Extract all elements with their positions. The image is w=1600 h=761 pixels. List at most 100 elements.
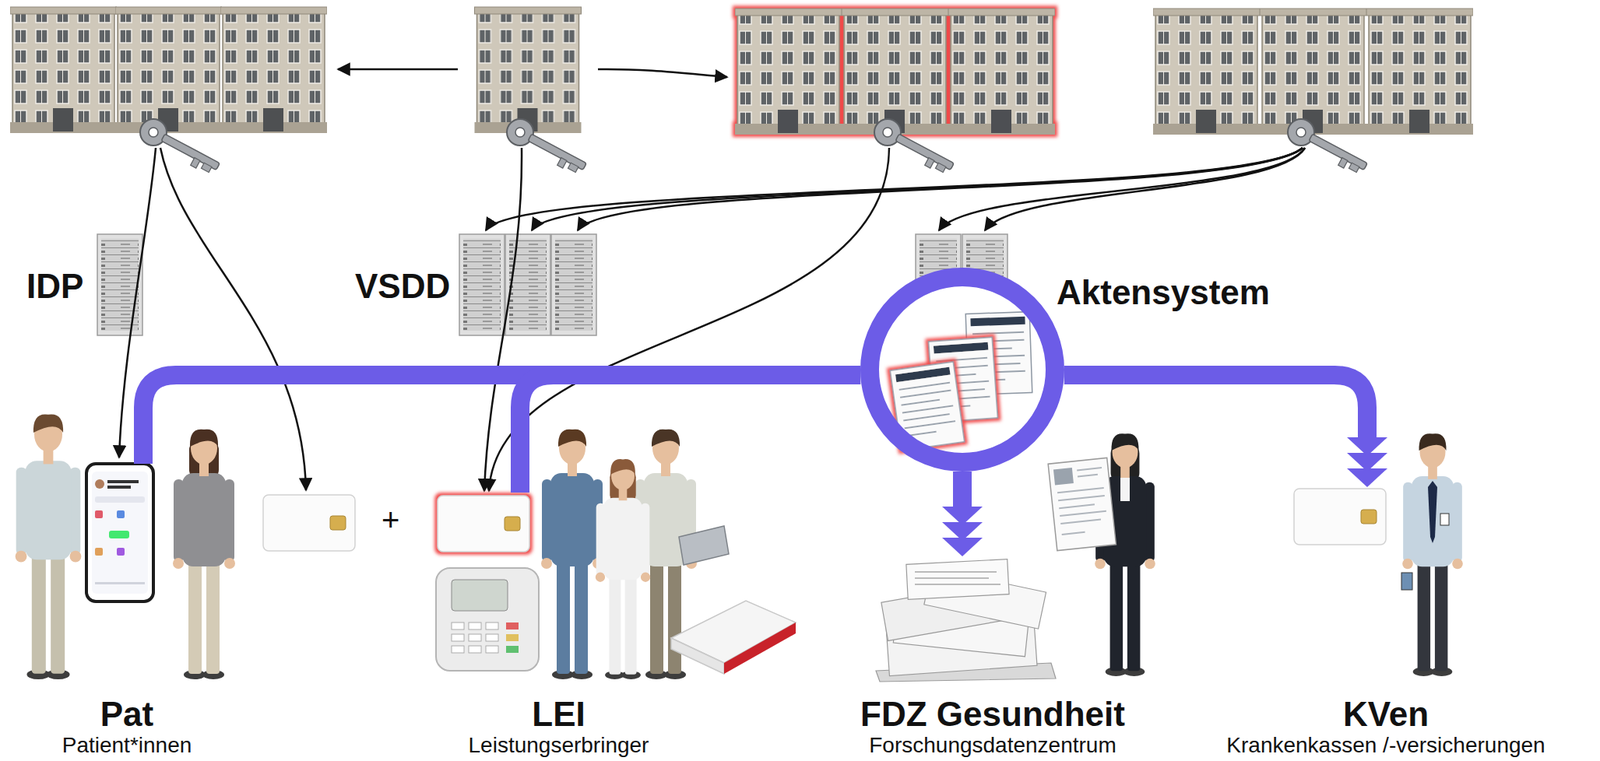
researcher-figure [1054,467,1108,535]
circle-ground [867,274,1058,465]
building-group-highlighted [734,8,842,135]
server-rack [97,234,1008,336]
data-pipe [520,375,861,493]
actor-title: FDZ Gesundheit [860,696,1126,734]
building-group [10,7,117,134]
building [474,7,582,134]
researcher-figure [1047,433,1156,677]
building [474,7,582,134]
insurer-card [1294,488,1386,546]
researcher-figure [1120,478,1130,502]
circle-outline [860,267,1065,472]
actor-subtitle: Krankenkassen /-versicherungen [1226,733,1545,759]
building-group-highlighted [948,8,1055,135]
circle-outline [869,277,1055,463]
actor-title: LEI [531,696,585,734]
server-rack [97,234,143,336]
patient-figures [172,429,236,680]
smartphone [94,496,145,503]
card-terminal [485,646,499,654]
building-group-highlighted [841,8,949,135]
smartphone [94,510,103,519]
health-card [263,495,356,552]
key [506,119,587,177]
provider-figures [541,429,604,680]
practice-card-highlighted [437,495,530,553]
chevron-head [942,506,983,526]
card-terminal [451,646,465,654]
card-terminal [468,634,482,642]
actor-group: FDZ GesundheitForschungsdatenzentrum [836,556,1149,759]
key [874,119,954,177]
pipe-line [143,375,861,465]
building-group [10,7,328,134]
building-group [1153,8,1260,135]
smartphone [86,464,154,602]
smartphone [116,548,125,556]
key-arrow [160,147,306,491]
building-group [220,7,328,134]
building-group-highlighted [734,8,1055,135]
smartphone [107,485,131,489]
provider-figures [678,526,729,566]
server-label: IDP [26,267,84,306]
card-terminal [451,580,508,612]
building-group [1366,8,1474,135]
smartphone [94,548,103,556]
smartphone [116,510,125,519]
researcher-figure [1053,467,1074,486]
insurer-figure [1401,573,1413,591]
smartphone [94,479,105,489]
card-terminal [468,646,482,654]
researcher-figure [1047,457,1116,551]
smartphone [109,530,130,539]
card-terminal [451,622,465,630]
card-terminal [436,568,539,672]
key-arrow [597,69,728,78]
card-terminal [485,634,499,642]
actor-title: KVen [1343,696,1429,734]
card-terminal [506,634,519,642]
chevron-head [1346,437,1388,457]
health-record-documents [889,312,1033,452]
card-terminal [468,622,482,630]
pipe-line [952,471,972,512]
health-record-documents [899,383,957,437]
patient-figures [15,414,82,680]
actor-subtitle: Forschungsdatenzentrum [868,733,1117,759]
practice-card-highlighted [437,495,530,553]
pipe-line [1064,375,1368,443]
actor-group: KVenKrankenkassen /-versicherungen [1202,487,1569,759]
actor-group: LEILeistungserbringer [436,492,682,759]
actor-group: PatPatient*innen [10,464,244,759]
key [140,119,1368,177]
paper-pile [906,559,1010,601]
smartphone [91,471,148,595]
router [671,638,725,675]
smartphone [86,464,154,602]
insurer-figure [1401,433,1463,677]
server-label: VSDD [355,267,451,306]
data-pipe [942,471,983,557]
key [140,119,220,177]
paper-pile [914,572,1001,585]
provider-figures [595,459,651,680]
researcher-figure [1047,457,1116,551]
record-system-circle: Aktensystem [860,267,1065,472]
key-arrow [337,68,458,71]
card-terminal [451,634,465,642]
plus-sign: + [381,502,400,538]
key-arrow [984,147,1305,231]
building-group [115,7,222,134]
key-arrow [485,147,1303,231]
server-node: VSDD [351,233,600,339]
card-terminal [506,646,519,654]
data-pipe [143,375,861,465]
server-rack [459,234,505,336]
key-arrow [531,147,1303,231]
paper-pile [875,559,1056,683]
actor-title: Pat [100,696,154,734]
